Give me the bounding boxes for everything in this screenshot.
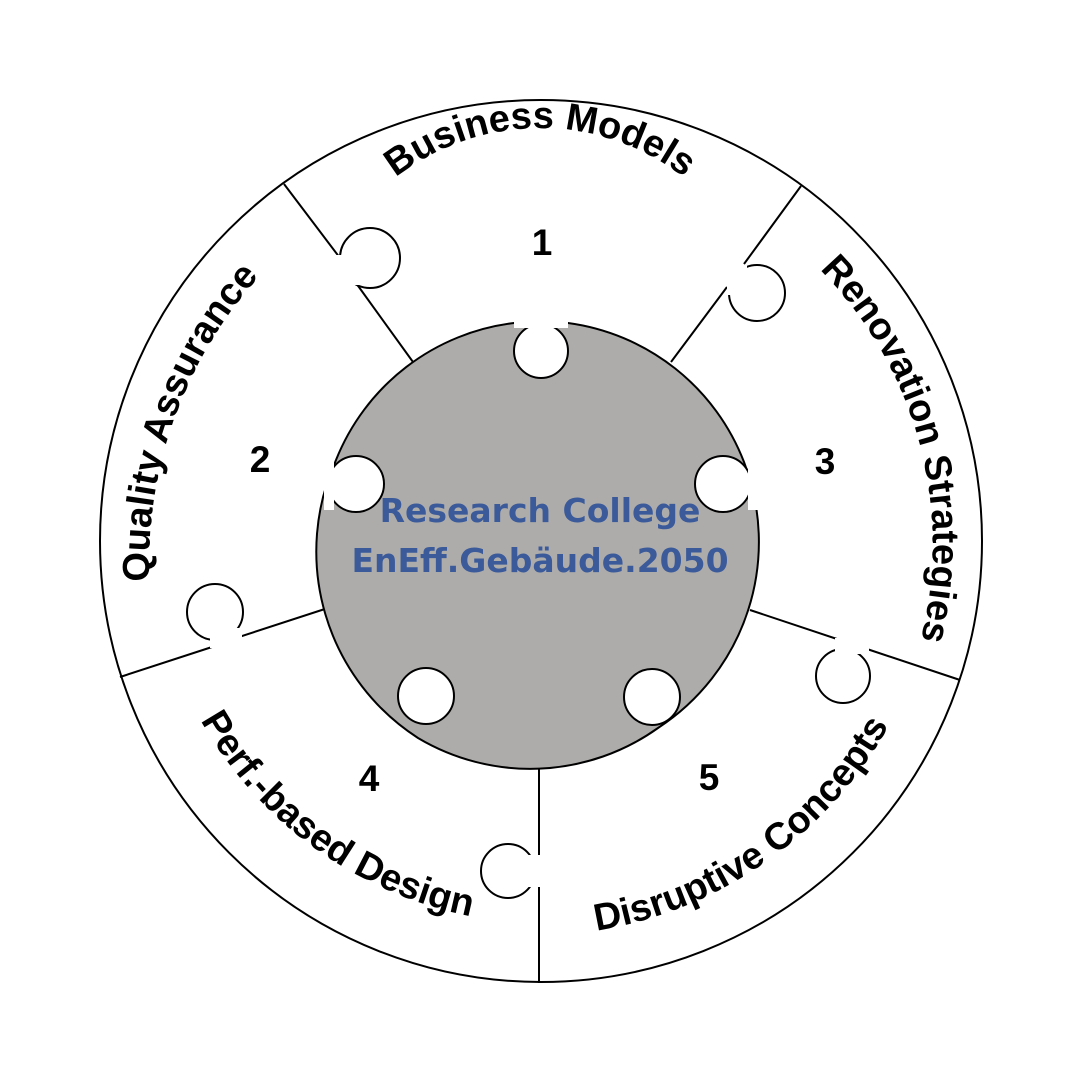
segment-number-1: 1 xyxy=(532,222,553,263)
separator-knob-3-5 xyxy=(815,638,871,704)
center-title-line1: Research College xyxy=(380,491,701,530)
hub-notch-left xyxy=(327,455,385,513)
hub-notch-bottom-right xyxy=(623,668,681,726)
separator-1-2 xyxy=(283,183,414,363)
separator-2-4 xyxy=(119,606,332,678)
segment-number-2: 2 xyxy=(250,439,271,480)
center-title-line2: EnEff.Gebäude.2050 xyxy=(351,541,728,580)
hub-notch-top xyxy=(513,323,569,379)
segment-number-4: 4 xyxy=(359,758,380,799)
separator-3-5 xyxy=(749,609,961,681)
hub-notch-right xyxy=(694,455,752,513)
separator-knob-1-2 xyxy=(336,227,401,289)
separator-knob-1-3 xyxy=(727,264,786,322)
separator-1-3 xyxy=(670,185,802,363)
center-hub xyxy=(315,322,760,770)
segment-number-3: 3 xyxy=(815,441,836,482)
segment-number-5: 5 xyxy=(699,757,720,798)
hub-notch-bottom-left xyxy=(397,667,455,725)
separator-knob-2-4 xyxy=(186,583,244,648)
separator-knob-4-5 xyxy=(480,843,541,899)
